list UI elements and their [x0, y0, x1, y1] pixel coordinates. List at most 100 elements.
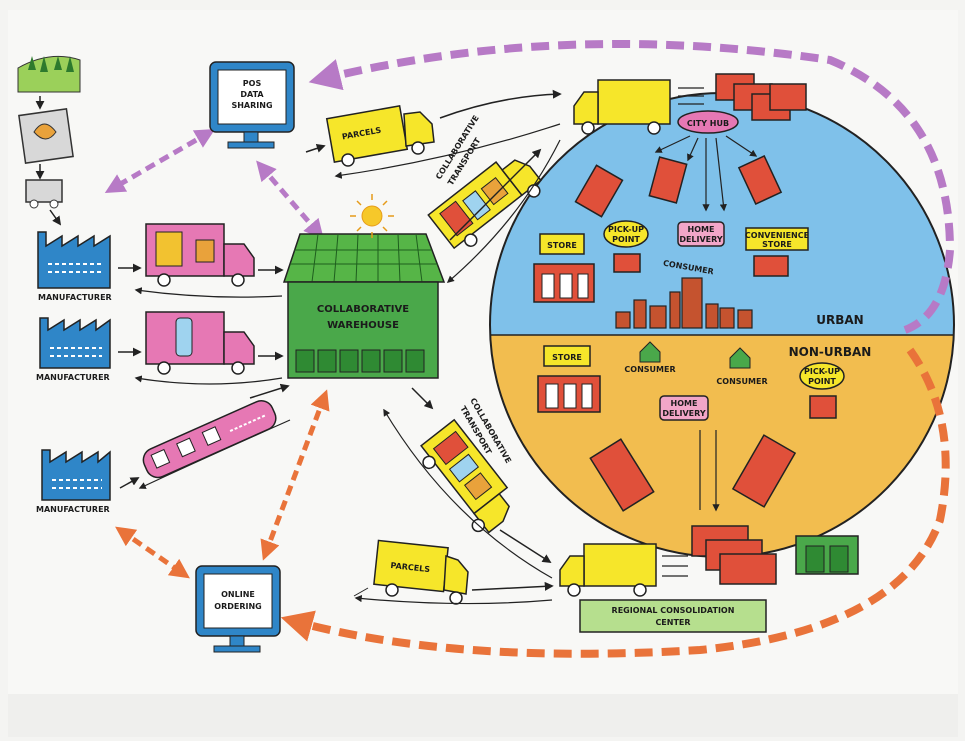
- urban-home-2: DELIVERY: [679, 235, 723, 244]
- city-hub-red-trucks: [715, 73, 807, 121]
- non-urban-truck-left: [589, 438, 655, 512]
- city-hub-yellow-truck: [573, 79, 671, 135]
- parcels-truck-bottom: [373, 539, 469, 605]
- online-ordering-monitor: [195, 565, 281, 653]
- arrow-warehouse-m3: [138, 419, 291, 489]
- urban-store-label: STORE: [547, 241, 577, 250]
- pos-label-1: POS: [243, 79, 262, 88]
- urban-label: URBAN: [816, 313, 863, 327]
- urban-pickup-point: [603, 220, 649, 273]
- urban-truck-3: [737, 154, 783, 206]
- non-urban-center-arrows: [699, 430, 716, 510]
- pos-label-2: DATA: [240, 90, 264, 99]
- orange-manufacturer-online-arrow: [115, 526, 190, 579]
- convenience-store: [745, 227, 809, 277]
- pink-train: [142, 400, 277, 479]
- grain-crate: [18, 108, 74, 164]
- arrow-m3-train: [119, 477, 140, 489]
- non-urban-pickup-point: [799, 362, 845, 419]
- urban-pickup-2: POINT: [612, 235, 640, 244]
- arrow-regional-warehouse: [383, 408, 553, 579]
- arrow-truck-factory: [49, 209, 62, 226]
- orange-feedback-arrow: [280, 347, 950, 658]
- non-urban-home-delivery: [659, 395, 709, 421]
- bottom-margin: [8, 694, 958, 737]
- arrow-parcels-online: [353, 587, 369, 597]
- pink-truck-2: [145, 311, 255, 375]
- arrow-regional-parcels: [354, 594, 553, 605]
- arrow-pos-parcels: [305, 144, 326, 153]
- factory-1: [37, 231, 111, 289]
- non-urban-consumer-1: CONSUMER: [624, 365, 675, 374]
- arrow-cityhub-warehouse: [446, 139, 561, 283]
- regional-yellow-truck: [559, 543, 657, 597]
- regional-label-1: REGIONAL CONSOLIDATION: [612, 606, 735, 615]
- pos-monitor: [209, 61, 295, 149]
- regional-label-2: CENTER: [655, 618, 690, 627]
- warehouse-title-2: WAREHOUSE: [327, 320, 399, 331]
- manufacturer-label-3: MANUFACTURER: [36, 505, 110, 514]
- pos-label-3: SHARING: [231, 101, 272, 110]
- convenience-label-1: CONVENIENCE: [745, 231, 809, 240]
- parcels-label-bottom: PARCELS: [390, 561, 431, 574]
- solar-roof: [282, 233, 446, 283]
- purple-pos-manufacturer-arrow: [104, 128, 216, 194]
- manufacturer-label-1: MANUFACTURER: [38, 293, 112, 302]
- manufacturer-label-2: MANUFACTURER: [36, 373, 110, 382]
- purple-feedback-arrow: [308, 40, 955, 334]
- arrow-warehouse-collab-bottom: [411, 387, 434, 410]
- convenience-label-2: STORE: [762, 240, 792, 249]
- urban-pickup-1: PICK-UP: [608, 225, 644, 234]
- factory-2: [39, 317, 111, 369]
- urban-home-delivery: [677, 221, 725, 247]
- collab-truck-top: [427, 159, 542, 250]
- small-truck-left: [25, 179, 63, 209]
- non-urban-home-2: DELIVERY: [662, 409, 706, 418]
- arrow-parcels-regional: [471, 581, 554, 591]
- non-urban-pickup-2: POINT: [808, 377, 836, 386]
- regional-center-label-box: [579, 599, 767, 633]
- factory-3: [41, 449, 111, 501]
- arrow-hub-1: [654, 135, 691, 153]
- collaborative-warehouse: [282, 233, 446, 379]
- non-urban-consumer-2: CONSUMER: [716, 377, 767, 386]
- urban-home-1: HOME: [688, 225, 715, 234]
- house-icon-1: [639, 341, 661, 363]
- non-urban-store-label: STORE: [552, 353, 582, 362]
- arrow-hub-5: [725, 135, 758, 157]
- non-urban-truck-right: [731, 434, 797, 508]
- parcels-truck-top: [325, 105, 435, 167]
- hub-transfer-arrows: [678, 87, 704, 105]
- arrow-cityhub-parcels: [334, 123, 561, 179]
- orange-online-warehouse-arrow: [260, 389, 330, 561]
- online-label-2: ORDERING: [214, 602, 261, 611]
- city-hub-label: CITY HUB: [687, 119, 729, 128]
- online-label-1: ONLINE: [221, 590, 255, 599]
- regional-red-trucks: [691, 525, 777, 585]
- urban-truck-2: [648, 156, 688, 204]
- arrow-warehouse-cityhub: [449, 148, 542, 241]
- arrow-hub-4: [715, 137, 727, 212]
- regional-transfer-arrows: [662, 555, 688, 577]
- pink-truck-1: [145, 223, 255, 287]
- non-urban-pickup-1: PICK-UP: [804, 367, 840, 376]
- arrow-hub-2: [687, 137, 699, 162]
- arrow-warehouse-m2: [134, 375, 283, 385]
- warehouse-title-1: COLLABORATIVE: [317, 304, 409, 315]
- arrow-parcels-cityhub: [439, 89, 562, 119]
- house-icon-2: [729, 347, 751, 369]
- urban-buildings: [615, 277, 753, 329]
- arrow-warehouse-m1: [134, 287, 283, 298]
- non-urban-label: NON-URBAN: [789, 345, 872, 359]
- sun-icon: [350, 194, 394, 238]
- arrow-train-warehouse: [249, 383, 290, 399]
- non-urban-store: [537, 345, 601, 413]
- urban-truck-1: [574, 164, 624, 218]
- farm-field: [17, 55, 81, 93]
- arrow-collab-regional: [499, 529, 552, 563]
- regional-green-building: [795, 535, 859, 575]
- non-urban-home-1: HOME: [671, 399, 698, 408]
- city-hub-badge: [677, 110, 739, 134]
